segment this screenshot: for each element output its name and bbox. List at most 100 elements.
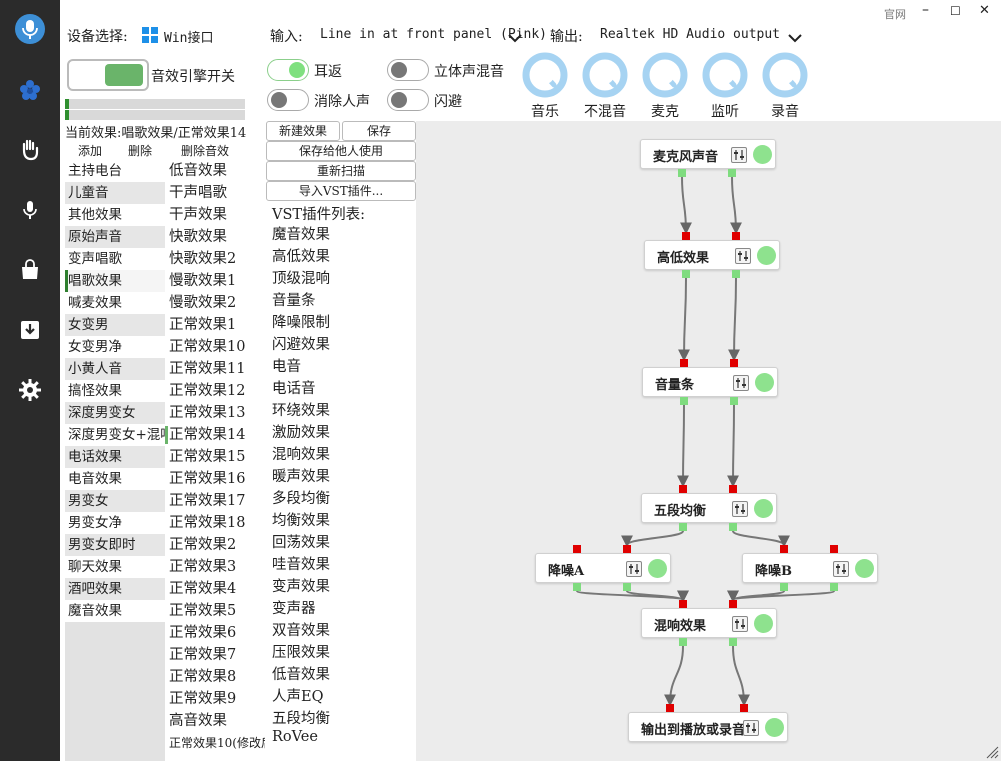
eq-settings-icon[interactable] <box>743 720 759 736</box>
effect-node[interactable]: 麦克风声音 <box>640 139 776 169</box>
flower-icon[interactable] <box>18 78 42 102</box>
delete-fx-button[interactable]: 删除音效 <box>181 144 230 158</box>
output-port[interactable] <box>730 397 738 405</box>
category-item[interactable]: 酒吧效果 <box>65 578 165 600</box>
effect-item[interactable]: 正常效果2 <box>169 537 237 553</box>
hand-icon[interactable] <box>18 138 42 162</box>
category-item[interactable]: 魔音效果 <box>65 600 165 622</box>
effect-item[interactable]: 慢歌效果1 <box>169 273 237 289</box>
vst-plugin-item[interactable]: 变声器 <box>272 601 316 617</box>
eq-settings-icon[interactable] <box>732 616 748 632</box>
effect-item[interactable]: 正常效果9 <box>169 691 237 707</box>
category-item[interactable]: 搞怪效果 <box>65 380 165 402</box>
vst-plugin-item[interactable]: 压限效果 <box>272 645 330 661</box>
import-vst-button[interactable]: 导入VST插件... <box>266 181 416 201</box>
input-port[interactable] <box>732 232 740 240</box>
new-effect-button[interactable]: 新建效果 <box>266 121 340 141</box>
category-item[interactable]: 男变女 <box>65 490 165 512</box>
eq-settings-icon[interactable] <box>735 248 751 264</box>
input-port[interactable] <box>666 704 674 712</box>
volume-knob[interactable] <box>580 52 630 98</box>
output-port[interactable] <box>728 169 736 177</box>
effect-item[interactable]: 高音效果 <box>169 713 227 729</box>
effect-node[interactable]: 降噪B <box>742 553 878 583</box>
shopping-bag-icon[interactable] <box>18 258 42 282</box>
category-item[interactable]: 原始声音 <box>65 226 165 248</box>
effect-item[interactable]: 正常效果15 <box>169 449 246 465</box>
output-port[interactable] <box>732 270 740 278</box>
save-button[interactable]: 保存 <box>342 121 416 141</box>
output-port[interactable] <box>623 583 631 591</box>
vst-plugin-item[interactable]: 降噪限制 <box>272 315 330 331</box>
vst-plugin-item[interactable]: 哇音效果 <box>272 557 330 573</box>
category-item[interactable]: 主持电台 <box>65 160 165 182</box>
category-item[interactable]: 唱歌效果 <box>65 270 165 292</box>
effect-item[interactable]: 正常效果17 <box>169 493 246 509</box>
output-port[interactable] <box>682 270 690 278</box>
effect-item[interactable]: 正常效果13 <box>169 405 246 421</box>
input-port[interactable] <box>680 359 688 367</box>
eq-settings-icon[interactable] <box>626 561 642 577</box>
vst-plugin-item[interactable]: 激励效果 <box>272 425 330 441</box>
output-port[interactable] <box>729 638 737 646</box>
eq-settings-icon[interactable] <box>733 375 749 391</box>
effect-item[interactable]: 正常效果10(修改后) <box>169 736 265 750</box>
effect-item[interactable]: 正常效果11 <box>169 361 246 377</box>
vst-plugin-item[interactable]: 回荡效果 <box>272 535 330 551</box>
ducking-toggle[interactable] <box>387 89 429 111</box>
output-select[interactable]: Realtek HD Audio output <box>600 27 781 42</box>
vst-plugin-item[interactable]: 顶级混响 <box>272 271 330 287</box>
node-status-icon[interactable] <box>753 145 772 164</box>
effect-item[interactable]: 正常效果8 <box>169 669 237 685</box>
microphone-icon[interactable] <box>18 198 42 222</box>
effect-item[interactable]: 干声效果 <box>169 207 227 223</box>
category-item[interactable]: 女变男净 <box>65 336 165 358</box>
chevron-down-icon[interactable] <box>788 31 802 43</box>
effect-item[interactable]: 快歌效果 <box>169 229 227 245</box>
node-status-icon[interactable] <box>648 559 667 578</box>
delete-button[interactable]: 删除 <box>128 144 153 158</box>
vst-plugin-item[interactable]: 五段均衡 <box>272 711 330 727</box>
eq-settings-icon[interactable] <box>731 147 747 163</box>
category-item[interactable]: 小黄人音 <box>65 358 165 380</box>
output-port[interactable] <box>573 583 581 591</box>
effect-item[interactable]: 正常效果14 <box>169 427 246 443</box>
effect-item[interactable]: 正常效果16 <box>169 471 246 487</box>
effect-node[interactable]: 高低效果 <box>644 240 780 270</box>
input-port[interactable] <box>623 545 631 553</box>
category-item[interactable]: 深度男变女+混响 <box>65 424 165 446</box>
minimize-button[interactable]: – <box>922 2 929 18</box>
output-port[interactable] <box>678 169 686 177</box>
monitor-toggle[interactable] <box>267 59 309 81</box>
effect-item[interactable]: 正常效果10 <box>169 339 246 355</box>
effect-item[interactable]: 正常效果3 <box>169 559 237 575</box>
node-status-icon[interactable] <box>765 718 784 737</box>
input-select[interactable]: Line in at front panel (Pink) <box>320 27 547 42</box>
device-select[interactable]: Win接口 <box>164 31 214 46</box>
output-port[interactable] <box>679 638 687 646</box>
effect-node[interactable]: 音量条 <box>642 367 778 397</box>
official-site-link[interactable]: 官网 <box>884 8 906 21</box>
effect-item[interactable]: 正常效果4 <box>169 581 237 597</box>
vst-plugin-item[interactable]: 暖声效果 <box>272 469 330 485</box>
vst-plugin-item[interactable]: 人声EQ <box>272 689 324 705</box>
vst-plugin-item[interactable]: 混响效果 <box>272 447 330 463</box>
effect-item[interactable]: 正常效果12 <box>169 383 246 399</box>
category-item[interactable]: 男变女净 <box>65 512 165 534</box>
volume-knob[interactable] <box>640 52 690 98</box>
input-port[interactable] <box>573 545 581 553</box>
effect-item[interactable]: 正常效果18 <box>169 515 246 531</box>
download-icon[interactable] <box>18 318 42 342</box>
node-status-icon[interactable] <box>754 499 773 518</box>
engine-switch[interactable] <box>67 59 149 91</box>
node-status-icon[interactable] <box>755 373 774 392</box>
input-port[interactable] <box>729 600 737 608</box>
vst-plugin-item[interactable]: 电音 <box>272 359 301 375</box>
category-item[interactable]: 电音效果 <box>65 468 165 490</box>
effect-item[interactable]: 慢歌效果2 <box>169 295 237 311</box>
effect-node[interactable]: 五段均衡 <box>641 493 777 523</box>
category-item[interactable]: 电话效果 <box>65 446 165 468</box>
close-button[interactable]: ✕ <box>979 3 990 18</box>
input-port[interactable] <box>780 545 788 553</box>
node-status-icon[interactable] <box>757 246 776 265</box>
